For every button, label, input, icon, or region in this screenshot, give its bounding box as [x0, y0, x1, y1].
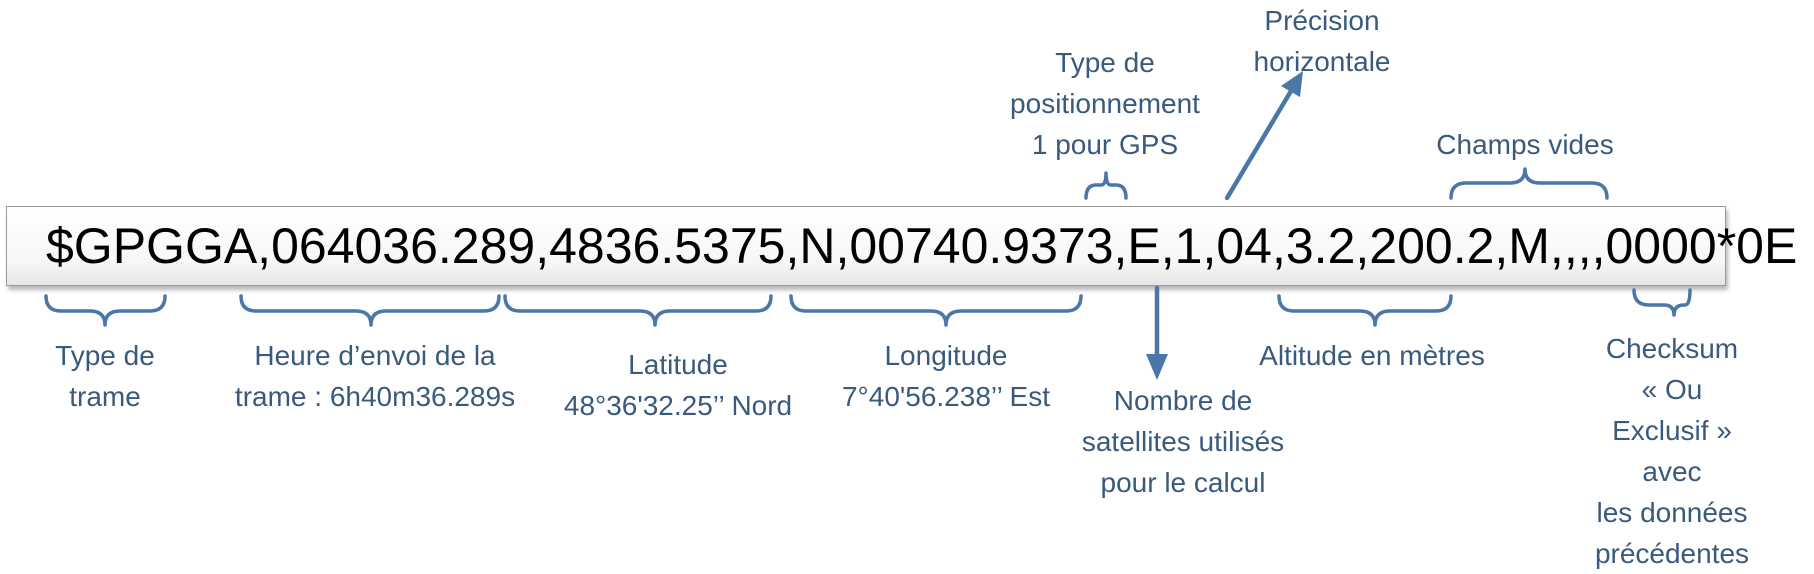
nmea-gga-diagram: $GPGGA,064036.289,4836.5375,N,00740.9373…: [6, 5, 1798, 569]
label-altitude: Altitude en mètres: [1259, 340, 1485, 371]
label-latitude: Latitude 48°36'32.25’’ Nord: [563, 349, 793, 421]
brace-positionnement: [1084, 171, 1128, 200]
label-checksum: Checksum « Ou Exclusif » avec les donnée…: [1594, 333, 1750, 569]
label-satellites: Nombre de satellites utilisés pour le ca…: [1081, 385, 1285, 498]
brace-champs-vides: [1449, 167, 1609, 200]
label-heure: Heure d’envoi de la trame : 6h40m36.289s: [234, 340, 516, 412]
label-champs-vides: Champs vides: [1436, 129, 1614, 160]
brace-altitude: [1277, 294, 1453, 327]
brace-heure: [239, 294, 501, 327]
label-longitude: Longitude 7°40'56.238’’ Est: [841, 340, 1051, 412]
label-positionnement: Type de positionnement 1 pour GPS: [1010, 47, 1200, 160]
arrow-precision: [1224, 88, 1294, 201]
arrow-satellites-head: [1146, 354, 1168, 380]
annotation-graphics: [44, 71, 1692, 380]
nmea-frame-sentence: $GPGGA,064036.289,4836.5375,N,00740.9373…: [46, 218, 1798, 274]
nmea-frame-box: [6, 206, 1726, 286]
brace-latitude: [503, 294, 773, 327]
arrow-precision-head: [1281, 71, 1303, 97]
label-precision: Précision horizontale: [1253, 5, 1391, 77]
brace-longitude: [789, 294, 1083, 327]
label-type-trame: Type de trame: [55, 340, 155, 412]
brace-checksum: [1632, 288, 1692, 317]
brace-type-trame: [44, 294, 167, 327]
